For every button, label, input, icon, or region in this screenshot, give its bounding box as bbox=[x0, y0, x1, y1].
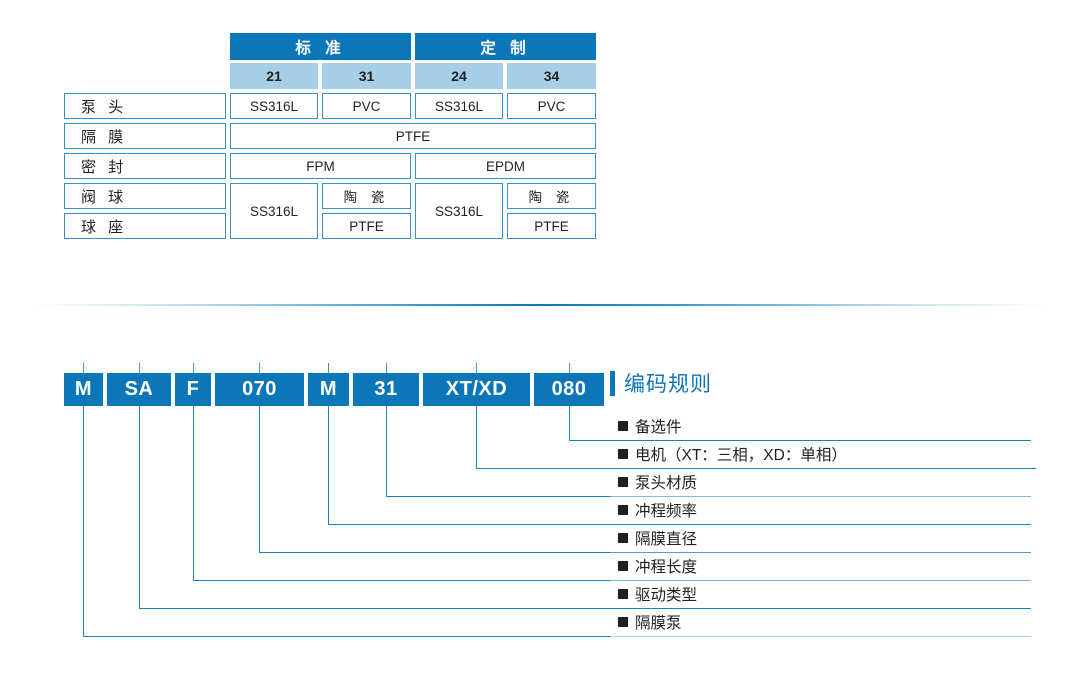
legend-item-label: 冲程频率 bbox=[635, 503, 698, 520]
connector-vertical-optional-parts bbox=[569, 406, 571, 441]
square-bullet-icon bbox=[618, 505, 628, 515]
table-cell-valve-ball-34-ceramic: 陶 瓷 bbox=[507, 183, 596, 209]
connector-vertical-stroke-length bbox=[193, 406, 195, 581]
square-bullet-icon bbox=[618, 449, 628, 459]
legend-item-label: 驱动类型 bbox=[635, 587, 698, 604]
legend-underline-7 bbox=[610, 608, 1031, 610]
square-bullet-icon bbox=[618, 617, 628, 627]
connector-vertical-diaphragm-diameter bbox=[259, 406, 261, 553]
code-box-tick-top-8 bbox=[569, 363, 571, 373]
legend-item-diaphragm-pump: 隔膜泵 bbox=[618, 611, 682, 633]
square-bullet-icon bbox=[618, 421, 628, 431]
legend-item-stroke-length: 冲程长度 bbox=[618, 555, 697, 577]
legend-underline-1 bbox=[610, 440, 1031, 442]
legend-item-label: 隔膜泵 bbox=[635, 615, 682, 632]
table-row-label-pump-head: 泵 头 bbox=[64, 93, 226, 119]
table-cell-pump-head-21: SS316L bbox=[230, 93, 318, 119]
code-box-tick-top-1 bbox=[83, 363, 85, 373]
section-divider bbox=[30, 304, 1049, 306]
legend-item-pump-head-material: 泵头材质 bbox=[618, 471, 697, 493]
table-cell-ball-seat-31-ptfe: PTFE bbox=[322, 213, 411, 239]
connector-vertical-motor bbox=[476, 406, 478, 469]
table-row-label-valve-ball: 阀 球 bbox=[64, 183, 226, 209]
legend-item-label: 隔膜直径 bbox=[635, 531, 698, 548]
legend-item-drive-type: 驱动类型 bbox=[618, 583, 697, 605]
legend-title-group: 编码规则 bbox=[610, 368, 712, 398]
legend-underline-8 bbox=[610, 636, 1031, 638]
code-box-motor[interactable]: XT/XD bbox=[423, 373, 530, 406]
table-cell-pump-head-31: PVC bbox=[322, 93, 411, 119]
code-box-tick-top-2 bbox=[139, 363, 141, 373]
connector-vertical-drive-type bbox=[139, 406, 141, 609]
table-cell-ball-seat-34-ptfe: PTFE bbox=[507, 213, 596, 239]
table-cell-valve-ball-31-ceramic: 陶 瓷 bbox=[322, 183, 411, 209]
connector-horizontal-diaphragm-pump bbox=[83, 636, 1031, 638]
table-code-header-31: 31 bbox=[322, 63, 411, 89]
connector-horizontal-drive-type bbox=[139, 608, 1031, 610]
code-box-diaphragm-diameter[interactable]: 070 bbox=[215, 373, 304, 406]
table-row-label-ball-seat: 球 座 bbox=[64, 213, 226, 239]
table-row-label-diaphragm: 隔 膜 bbox=[64, 123, 226, 149]
code-box-stroke-frequency[interactable]: M bbox=[308, 373, 349, 406]
table-cell-diaphragm-all: PTFE bbox=[230, 123, 596, 149]
table-code-header-34: 34 bbox=[507, 63, 596, 89]
table-cell-pump-head-24: SS316L bbox=[415, 93, 503, 119]
table-code-header-24: 24 bbox=[415, 63, 503, 89]
legend-item-label: 泵头材质 bbox=[635, 475, 698, 492]
legend-underline-6 bbox=[610, 580, 1031, 582]
legend-underline-5 bbox=[610, 552, 1031, 554]
code-box-tick-top-3 bbox=[193, 363, 195, 373]
legend-item-diaphragm-diameter: 隔膜直径 bbox=[618, 527, 697, 549]
connector-vertical-diaphragm-pump bbox=[83, 406, 85, 637]
square-bullet-icon bbox=[618, 477, 628, 487]
title-accent-bar bbox=[610, 370, 615, 396]
legend-underline-2 bbox=[610, 468, 1036, 470]
code-box-pump-head-material[interactable]: 31 bbox=[353, 373, 419, 406]
connector-vertical-pump-head-material bbox=[386, 406, 388, 497]
square-bullet-icon bbox=[618, 533, 628, 543]
legend-item-motor: 电机（XT：三相，XD：单相） bbox=[618, 443, 847, 465]
code-box-stroke-length[interactable]: F bbox=[175, 373, 211, 406]
code-box-tick-top-7 bbox=[476, 363, 478, 373]
table-cell-seal-standard: FPM bbox=[230, 153, 411, 179]
legend-item-stroke-frequency: 冲程频率 bbox=[618, 499, 697, 521]
legend-underline-4 bbox=[610, 524, 1031, 526]
table-cell-pump-head-34: PVC bbox=[507, 93, 596, 119]
legend-item-label: 电机（XT：三相，XD：单相） bbox=[635, 447, 847, 464]
table-cell-valve-ball-24-ss316l: SS316L bbox=[415, 183, 503, 239]
legend-item-label: 备选件 bbox=[635, 419, 682, 436]
code-box-tick-top-5 bbox=[328, 363, 330, 373]
code-box-tick-top-6 bbox=[386, 363, 388, 373]
legend-underline-3 bbox=[610, 496, 1031, 498]
square-bullet-icon bbox=[618, 589, 628, 599]
code-box-diaphragm-pump[interactable]: M bbox=[64, 373, 103, 406]
material-specification-table: 标 准 定 制 21 31 24 34 泵 头 SS316L PVC SS316… bbox=[64, 33, 596, 240]
table-cell-valve-ball-21-ss316l: SS316L bbox=[230, 183, 318, 239]
table-cell-seal-custom: EPDM bbox=[415, 153, 596, 179]
code-box-drive-type[interactable]: SA bbox=[107, 373, 171, 406]
table-row-label-seal: 密 封 bbox=[64, 153, 226, 179]
legend-item-optional-parts: 备选件 bbox=[618, 415, 682, 437]
table-group-header-standard: 标 准 bbox=[230, 33, 411, 60]
code-box-tick-top-4 bbox=[259, 363, 261, 373]
code-box-optional-parts[interactable]: 080 bbox=[534, 373, 604, 406]
legend-item-label: 冲程长度 bbox=[635, 559, 698, 576]
table-code-header-21: 21 bbox=[230, 63, 318, 89]
connector-vertical-stroke-frequency bbox=[328, 406, 330, 525]
table-group-header-custom: 定 制 bbox=[415, 33, 596, 60]
page-title: 编码规则 bbox=[624, 373, 712, 396]
square-bullet-icon bbox=[618, 561, 628, 571]
